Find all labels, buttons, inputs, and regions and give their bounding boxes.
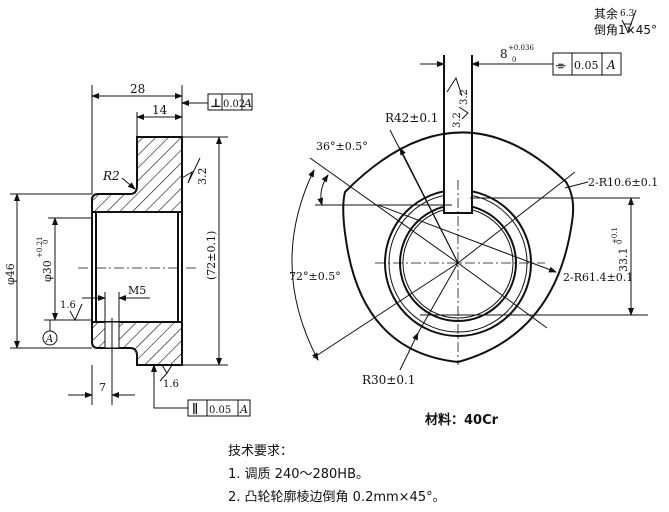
cam-view: 8 +0.036 0 ⌯ 0.05 A 3.2 3.2 R42±0.1 36°±… xyxy=(289,9,658,387)
svg-text:6.3: 6.3 xyxy=(620,9,635,19)
svg-text:+0.036: +0.036 xyxy=(508,44,534,52)
cam-profile xyxy=(342,131,575,364)
note-item: 2. 凸轮轮廓棱边倒角 0.2mm×45°。 xyxy=(228,490,446,505)
dim-angle-36: 36°±0.5° xyxy=(316,140,368,153)
svg-text:+0.1: +0.1 xyxy=(611,227,619,244)
upper-section xyxy=(91,136,183,213)
other-surfaces-note: 其余 倒角1×45° xyxy=(594,6,657,38)
svg-text:0.05: 0.05 xyxy=(209,405,231,416)
section-view: 28 14 ⊥ 0.02 A R2 3.2 (72±0.1) φ46 φ30 + xyxy=(4,82,253,417)
dim-r30: R30±0.1 xyxy=(362,373,415,387)
svg-text:3.2: 3.2 xyxy=(459,89,470,105)
svg-text:⊥: ⊥ xyxy=(210,96,222,110)
roughness-bore: 1.6 xyxy=(60,300,76,311)
dim-28: 28 xyxy=(130,82,145,96)
material-label: 材料：40Cr xyxy=(425,413,499,428)
dim-phi46: φ46 xyxy=(4,263,17,285)
parallelism-frame: ∥ 0.05 A xyxy=(187,399,251,417)
perpendicularity-frame: ⊥ 0.02 A xyxy=(207,93,253,111)
svg-text:∥: ∥ xyxy=(192,402,198,416)
svg-text:0.05: 0.05 xyxy=(574,59,599,72)
roughness-face: 3.2 xyxy=(196,168,209,186)
svg-text:+0.21: +0.21 xyxy=(36,237,44,258)
dim-m5: M5 xyxy=(128,284,146,297)
other-roughness-label: 其余 xyxy=(594,7,619,21)
chamfer-note: 倒角1×45° xyxy=(594,23,657,37)
svg-text:A: A xyxy=(45,334,53,345)
dim-14: 14 xyxy=(152,103,168,117)
dim-angle-72: 72°±0.5° xyxy=(289,270,341,283)
dim-33-1: 33.1 xyxy=(617,248,630,273)
symmetry-frame: ⌯ 0.05 A xyxy=(552,52,622,76)
roughness-bottom: 1.6 xyxy=(163,379,179,390)
svg-text:A: A xyxy=(606,58,616,72)
dim-7: 7 xyxy=(99,381,106,394)
dim-8: 8 xyxy=(500,47,508,61)
technical-requirements: 技术要求： 1. 调质 240～280HB。 2. 凸轮轮廓棱边倒角 0.2mm… xyxy=(228,440,446,509)
dim-r61: 2-R61.4±0.1 xyxy=(563,271,633,284)
svg-text:0: 0 xyxy=(42,240,50,244)
svg-text:0.02: 0.02 xyxy=(223,99,245,110)
dim-72: (72±0.1) xyxy=(205,231,218,280)
dim-r42: R42±0.1 xyxy=(385,111,438,125)
notes-title: 技术要求： xyxy=(228,444,294,459)
dim-phi30: φ30 xyxy=(41,260,54,282)
note-item: 1. 调质 240～280HB。 xyxy=(228,467,369,482)
svg-text:3.2: 3.2 xyxy=(452,112,463,128)
svg-text:A: A xyxy=(243,97,252,110)
svg-text:⌯: ⌯ xyxy=(555,58,566,72)
svg-text:A: A xyxy=(239,403,248,416)
svg-text:0: 0 xyxy=(616,240,624,244)
svg-text:0: 0 xyxy=(512,56,516,64)
datum-a-circle xyxy=(42,330,58,346)
dim-r2: R2 xyxy=(102,169,120,183)
dim-r10: 2-R10.6±0.1 xyxy=(588,176,658,189)
